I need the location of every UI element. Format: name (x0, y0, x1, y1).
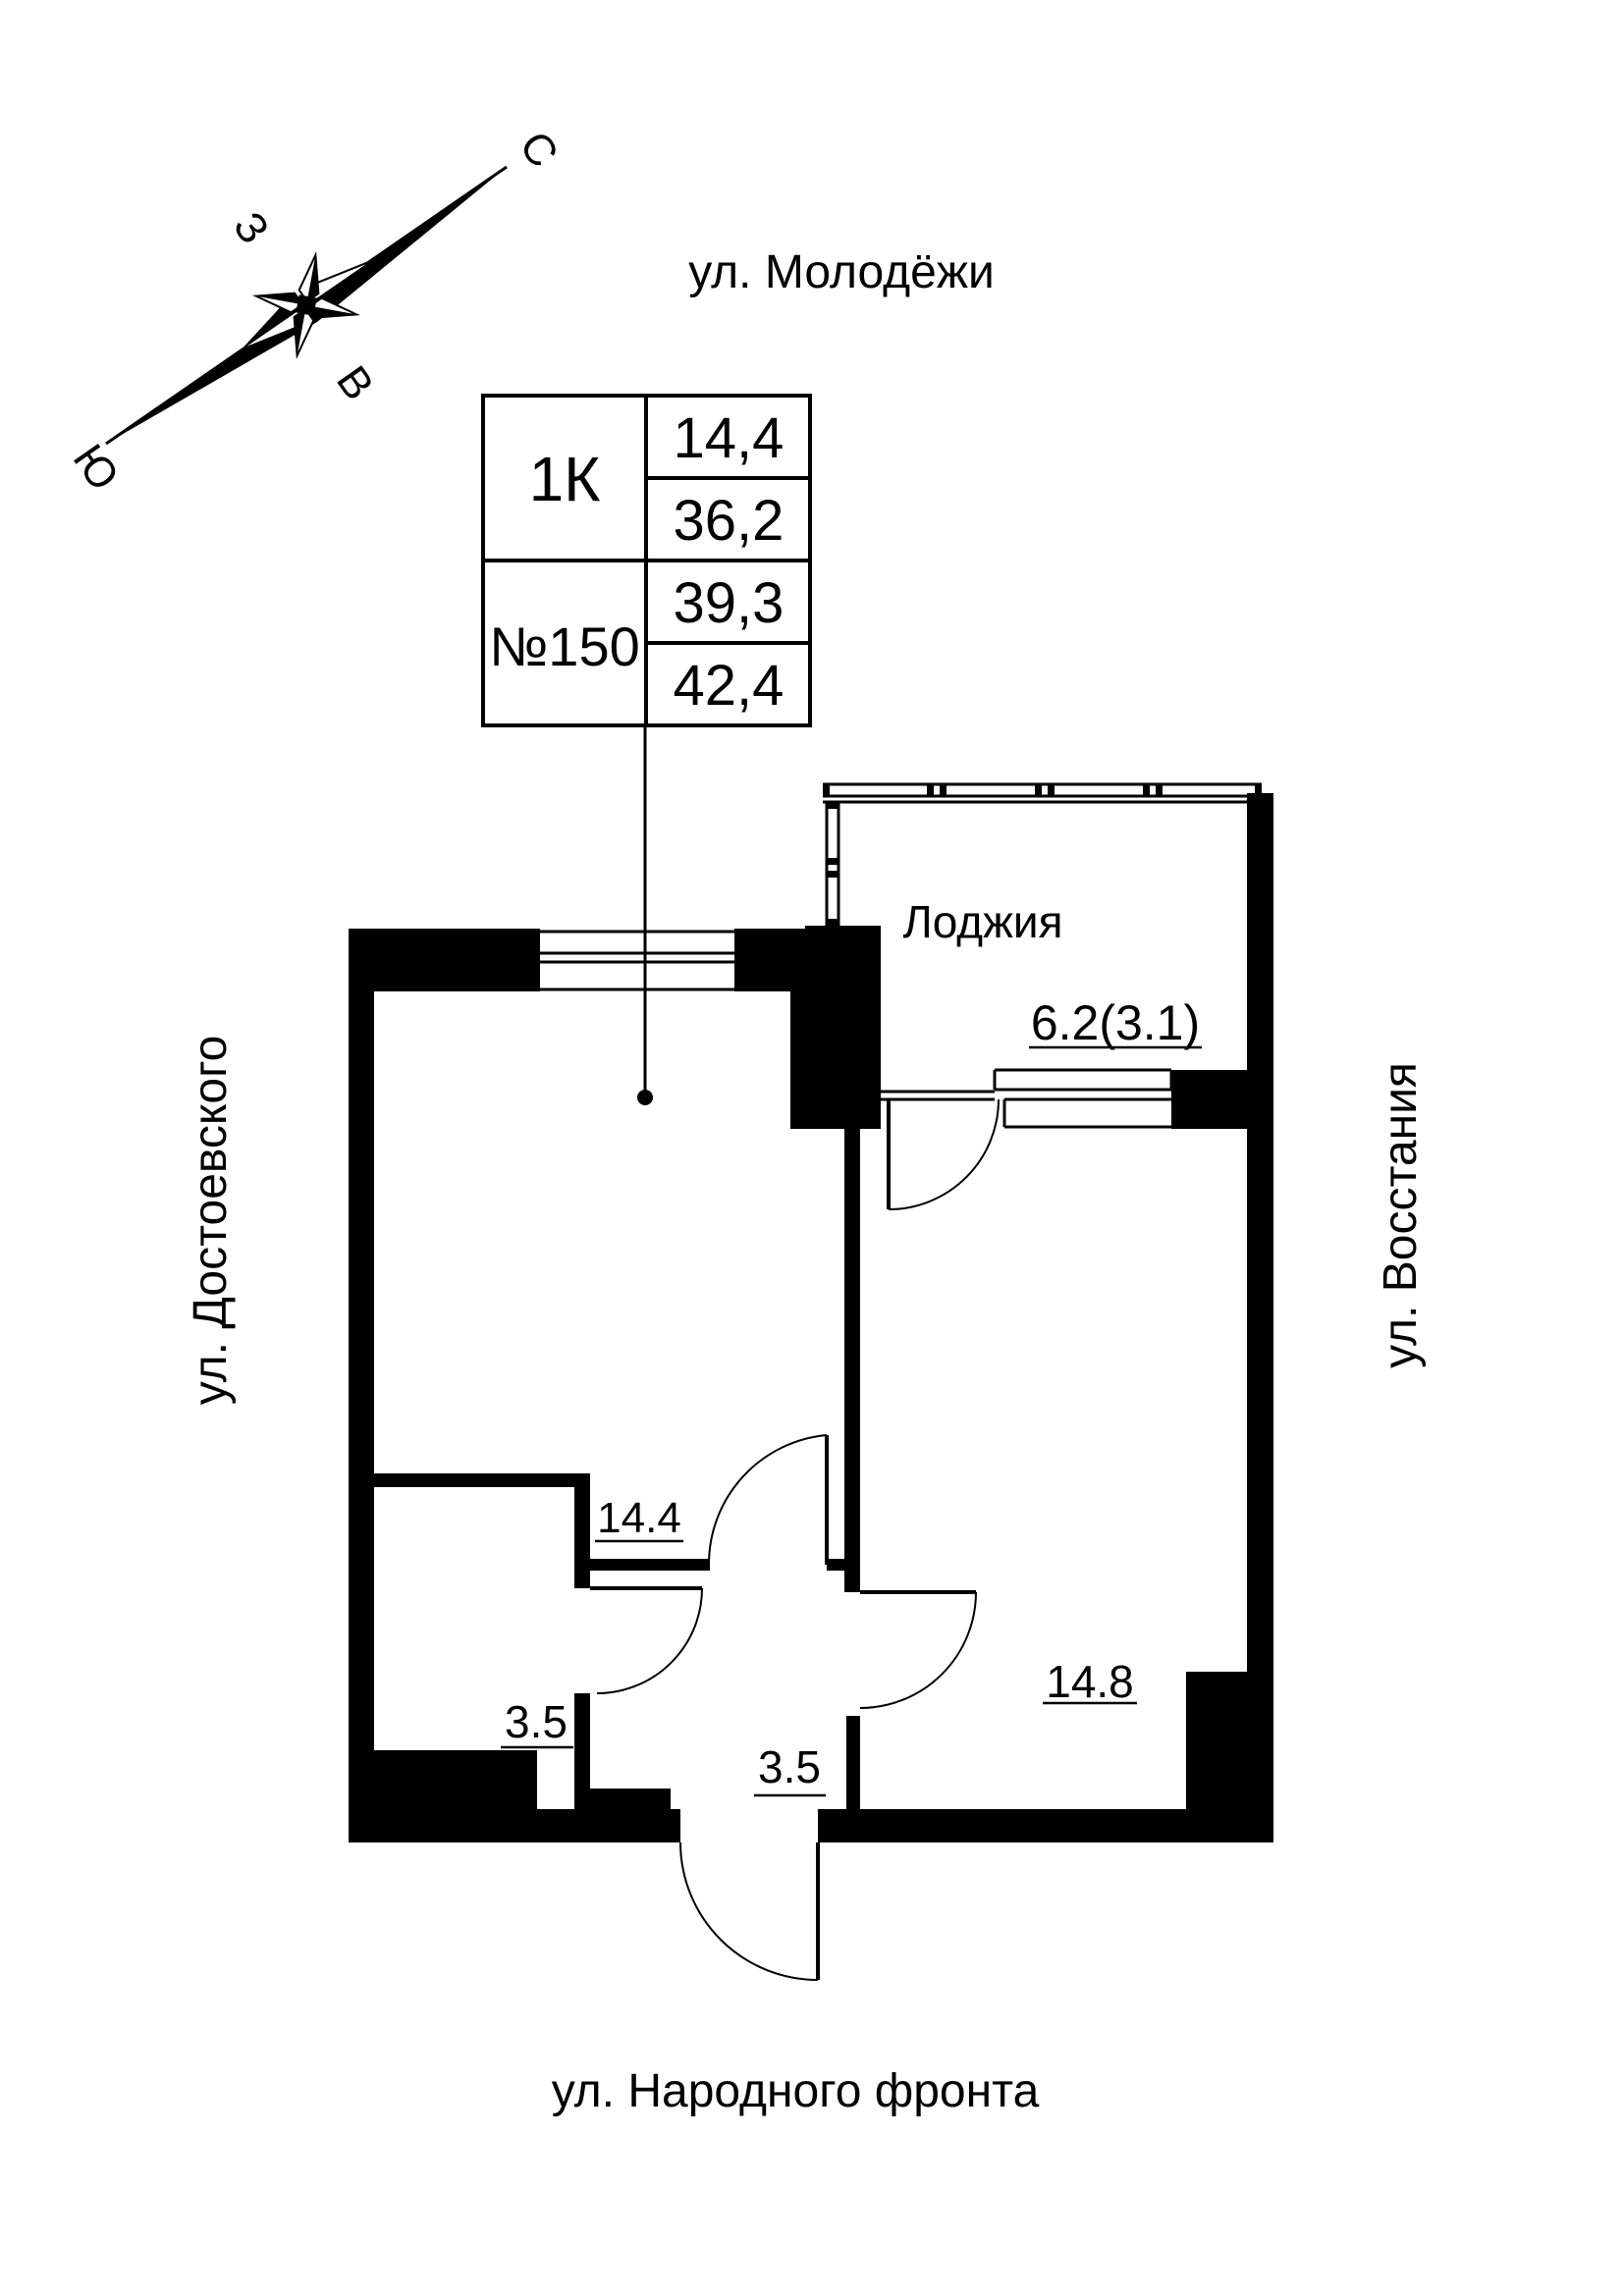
entrance-door (679, 1842, 820, 1981)
mullion (827, 919, 839, 926)
wall-loggia-window-block (1171, 1070, 1247, 1129)
street-label-top: ул. Молодёжи (688, 246, 995, 298)
apartment-number: №150 (489, 615, 640, 677)
wall-bathroom-top (374, 1473, 590, 1487)
living-room-window (531, 930, 746, 991)
balcony-door (887, 1098, 1000, 1210)
walls (349, 793, 1273, 1842)
compass-point-fill (309, 261, 370, 308)
compass-label-west: З (224, 203, 278, 252)
bedroom-loggia-window (881, 1068, 1177, 1129)
wall-bottom-right (818, 1809, 1273, 1842)
wall-pilaster (1186, 1672, 1247, 1809)
wall-bottom-left (349, 1809, 680, 1842)
compass-label-south: Ю (64, 436, 129, 500)
window-sill (531, 951, 746, 964)
info-value-1: 14,4 (674, 406, 784, 470)
wall-right (1247, 793, 1273, 1842)
street-labels: ул. Молодёжи ул. Достоевского ул. Восста… (185, 246, 1427, 2117)
compass-point-fill (294, 308, 306, 356)
compass-rose: С З В Ю (64, 123, 568, 499)
info-value-4: 42,4 (674, 654, 784, 718)
apartment-type: 1К (529, 444, 601, 514)
mullion (940, 784, 947, 796)
street-label-right: ул. Восстания (1375, 1062, 1427, 1368)
compass-point-fill (309, 305, 357, 318)
loggia-glazing-top (823, 782, 1262, 804)
loggia-glazing-left (825, 802, 840, 926)
bedroom-area-label: 14.8 (1046, 1656, 1134, 1707)
window-frame (993, 1068, 1173, 1092)
mullion (1035, 784, 1042, 796)
compass-point (293, 307, 315, 360)
windows (531, 782, 1262, 1129)
balcony-door-threshold (881, 1090, 995, 1101)
mullion (1143, 784, 1150, 796)
bathroom-door (590, 1586, 703, 1694)
glazing-mullions (823, 784, 1262, 796)
wall-hall-bedroom-lower (846, 1716, 860, 1809)
info-value-2: 36,2 (674, 489, 784, 553)
compass-label-north: С (510, 123, 567, 176)
living-door-swing-arc (707, 1434, 828, 1566)
mullion (1255, 784, 1262, 796)
leader-dot (637, 1090, 653, 1105)
wall-tee-stub (827, 1559, 860, 1571)
balcony-door-swing-arc (888, 1098, 1000, 1210)
mullion (1048, 784, 1055, 796)
compass-label-east: В (327, 357, 383, 408)
wall-living-hall-partition (574, 1559, 709, 1571)
hallway-area-label: 3.5 (758, 1741, 821, 1792)
wall-bathroom-right-lower (574, 1693, 590, 1809)
info-value-3: 39,3 (674, 571, 784, 635)
living-area-label: 14.4 (597, 1494, 681, 1542)
compass-point-fill (255, 293, 303, 305)
mullion (823, 784, 830, 796)
wall-hall-bedroom (844, 1106, 860, 1592)
doors (590, 1098, 1000, 1981)
street-label-bottom: ул. Народного фронта (552, 2065, 1040, 2117)
bedroom-door (859, 1590, 977, 1709)
wall-bathroom-right-upper (574, 1473, 590, 1588)
living-room-door (707, 1434, 829, 1571)
bathroom-door-swing-arc (596, 1587, 703, 1694)
bedroom-door-swing-arc (859, 1591, 977, 1709)
compass-point-fill (243, 302, 303, 349)
mullion (827, 858, 839, 865)
street-label-left: ул. Достоевского (185, 1036, 237, 1406)
mullion (1156, 784, 1163, 796)
entrance-door-swing-arc (679, 1842, 819, 1981)
mullion (927, 784, 934, 796)
compass-point-fill (306, 254, 319, 302)
loggia-name-label: Лоджия (903, 896, 1063, 947)
compass-star (243, 250, 370, 360)
apartment-info-table: 1К №150 14,4 36,2 39,3 42,4 (481, 394, 812, 1105)
wall-top-left (349, 929, 540, 991)
wall-left (349, 991, 374, 1842)
mullion (827, 871, 839, 878)
mullion (827, 802, 839, 809)
room-labels: Лоджия 6.2(3.1) 14.4 3.5 3.5 14.8 (501, 896, 1202, 1797)
window-sill (1002, 1097, 1177, 1129)
compass-point (251, 292, 304, 314)
glazing-lines (823, 782, 1262, 804)
compass-center (296, 294, 317, 316)
wall-loggia-left-block (805, 926, 881, 1129)
wall-bottom-thickening (590, 1789, 671, 1809)
wall-bathroom-bottom (374, 1750, 537, 1809)
loggia-area-label: 6.2(3.1) (1031, 995, 1200, 1050)
bathroom-area-label: 3.5 (505, 1696, 568, 1747)
